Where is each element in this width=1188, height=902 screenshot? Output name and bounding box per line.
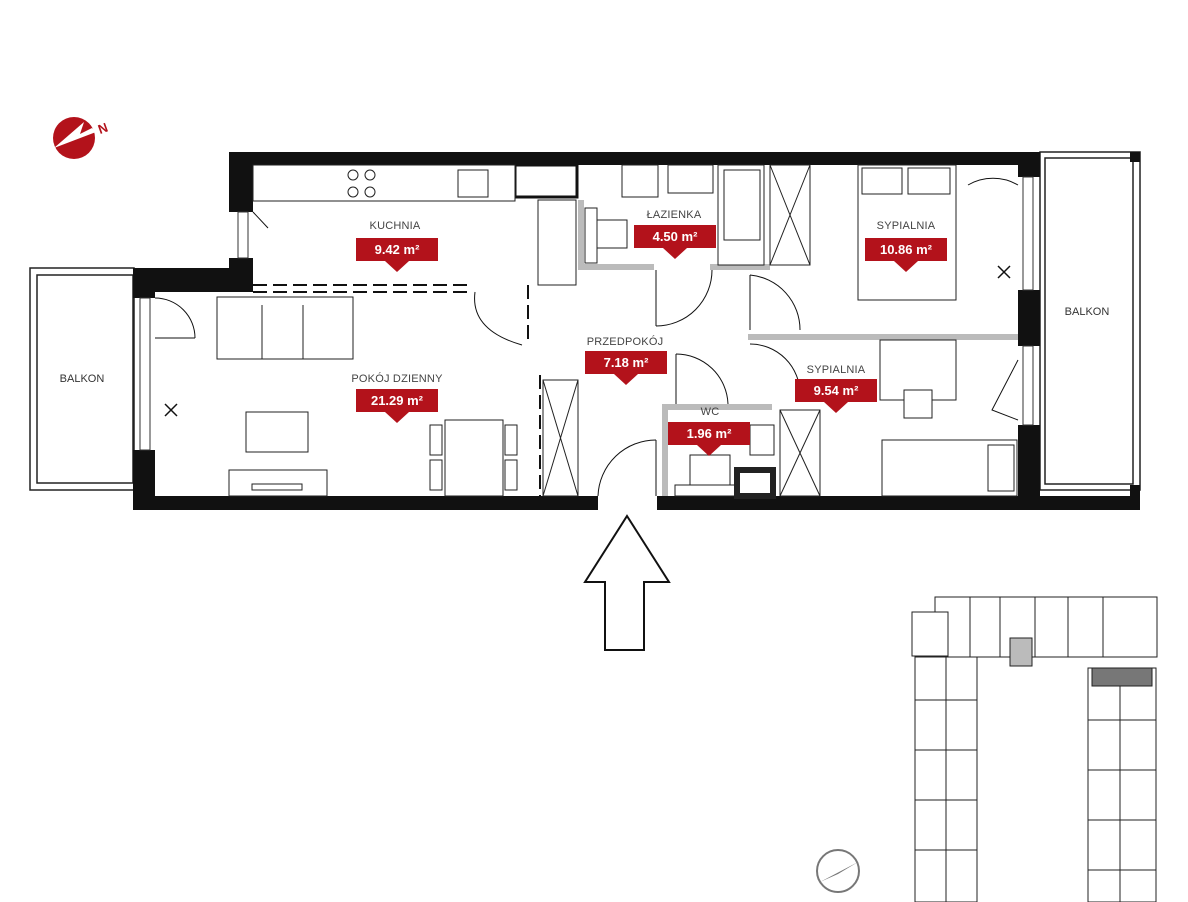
area-tag-living-room: 21.29 m² bbox=[356, 389, 438, 423]
key-plan-compass-icon bbox=[816, 849, 860, 893]
ventilation-markers bbox=[164, 265, 1011, 417]
area-tag-bathroom: 4.50 m² bbox=[634, 225, 716, 259]
balcony-left-label: BALKON bbox=[59, 373, 105, 385]
room-name-bedroom-1: SYPIALNIA bbox=[876, 220, 936, 232]
room-name-bedroom-2: SYPIALNIA bbox=[806, 364, 866, 376]
room-name-kitchen: KUCHNIA bbox=[369, 220, 421, 232]
arrow-up-icon bbox=[583, 514, 671, 651]
area-tag-bedroom-2: 9.54 m² bbox=[795, 379, 877, 413]
room-name-hallway: PRZEDPOKÓJ bbox=[586, 336, 664, 348]
building-key-plan bbox=[911, 596, 1158, 902]
area-tag-hallway: 7.18 m² bbox=[585, 351, 667, 385]
kitchen-boundary bbox=[253, 284, 541, 496]
balcony-right-label: BALKON bbox=[1064, 306, 1110, 318]
interior-partitions bbox=[578, 200, 1018, 496]
north-compass-icon: N bbox=[53, 117, 110, 159]
compass-north-label: N bbox=[96, 120, 110, 137]
exterior-walls bbox=[133, 152, 1140, 510]
area-tag-bedroom-1: 10.86 m² bbox=[865, 238, 947, 272]
furniture bbox=[216, 164, 1018, 499]
area-tag-wc: 1.96 m² bbox=[668, 422, 750, 456]
doors bbox=[154, 177, 1019, 497]
balcony-right bbox=[1039, 151, 1141, 491]
room-name-wc: WC bbox=[700, 406, 720, 418]
area-tag-kitchen: 9.42 m² bbox=[356, 238, 438, 272]
balcony-left bbox=[29, 267, 135, 491]
room-name-bathroom: ŁAZIENKA bbox=[646, 209, 702, 221]
room-name-living-room: POKÓJ DZIENNY bbox=[351, 373, 443, 385]
windows bbox=[139, 176, 1034, 451]
